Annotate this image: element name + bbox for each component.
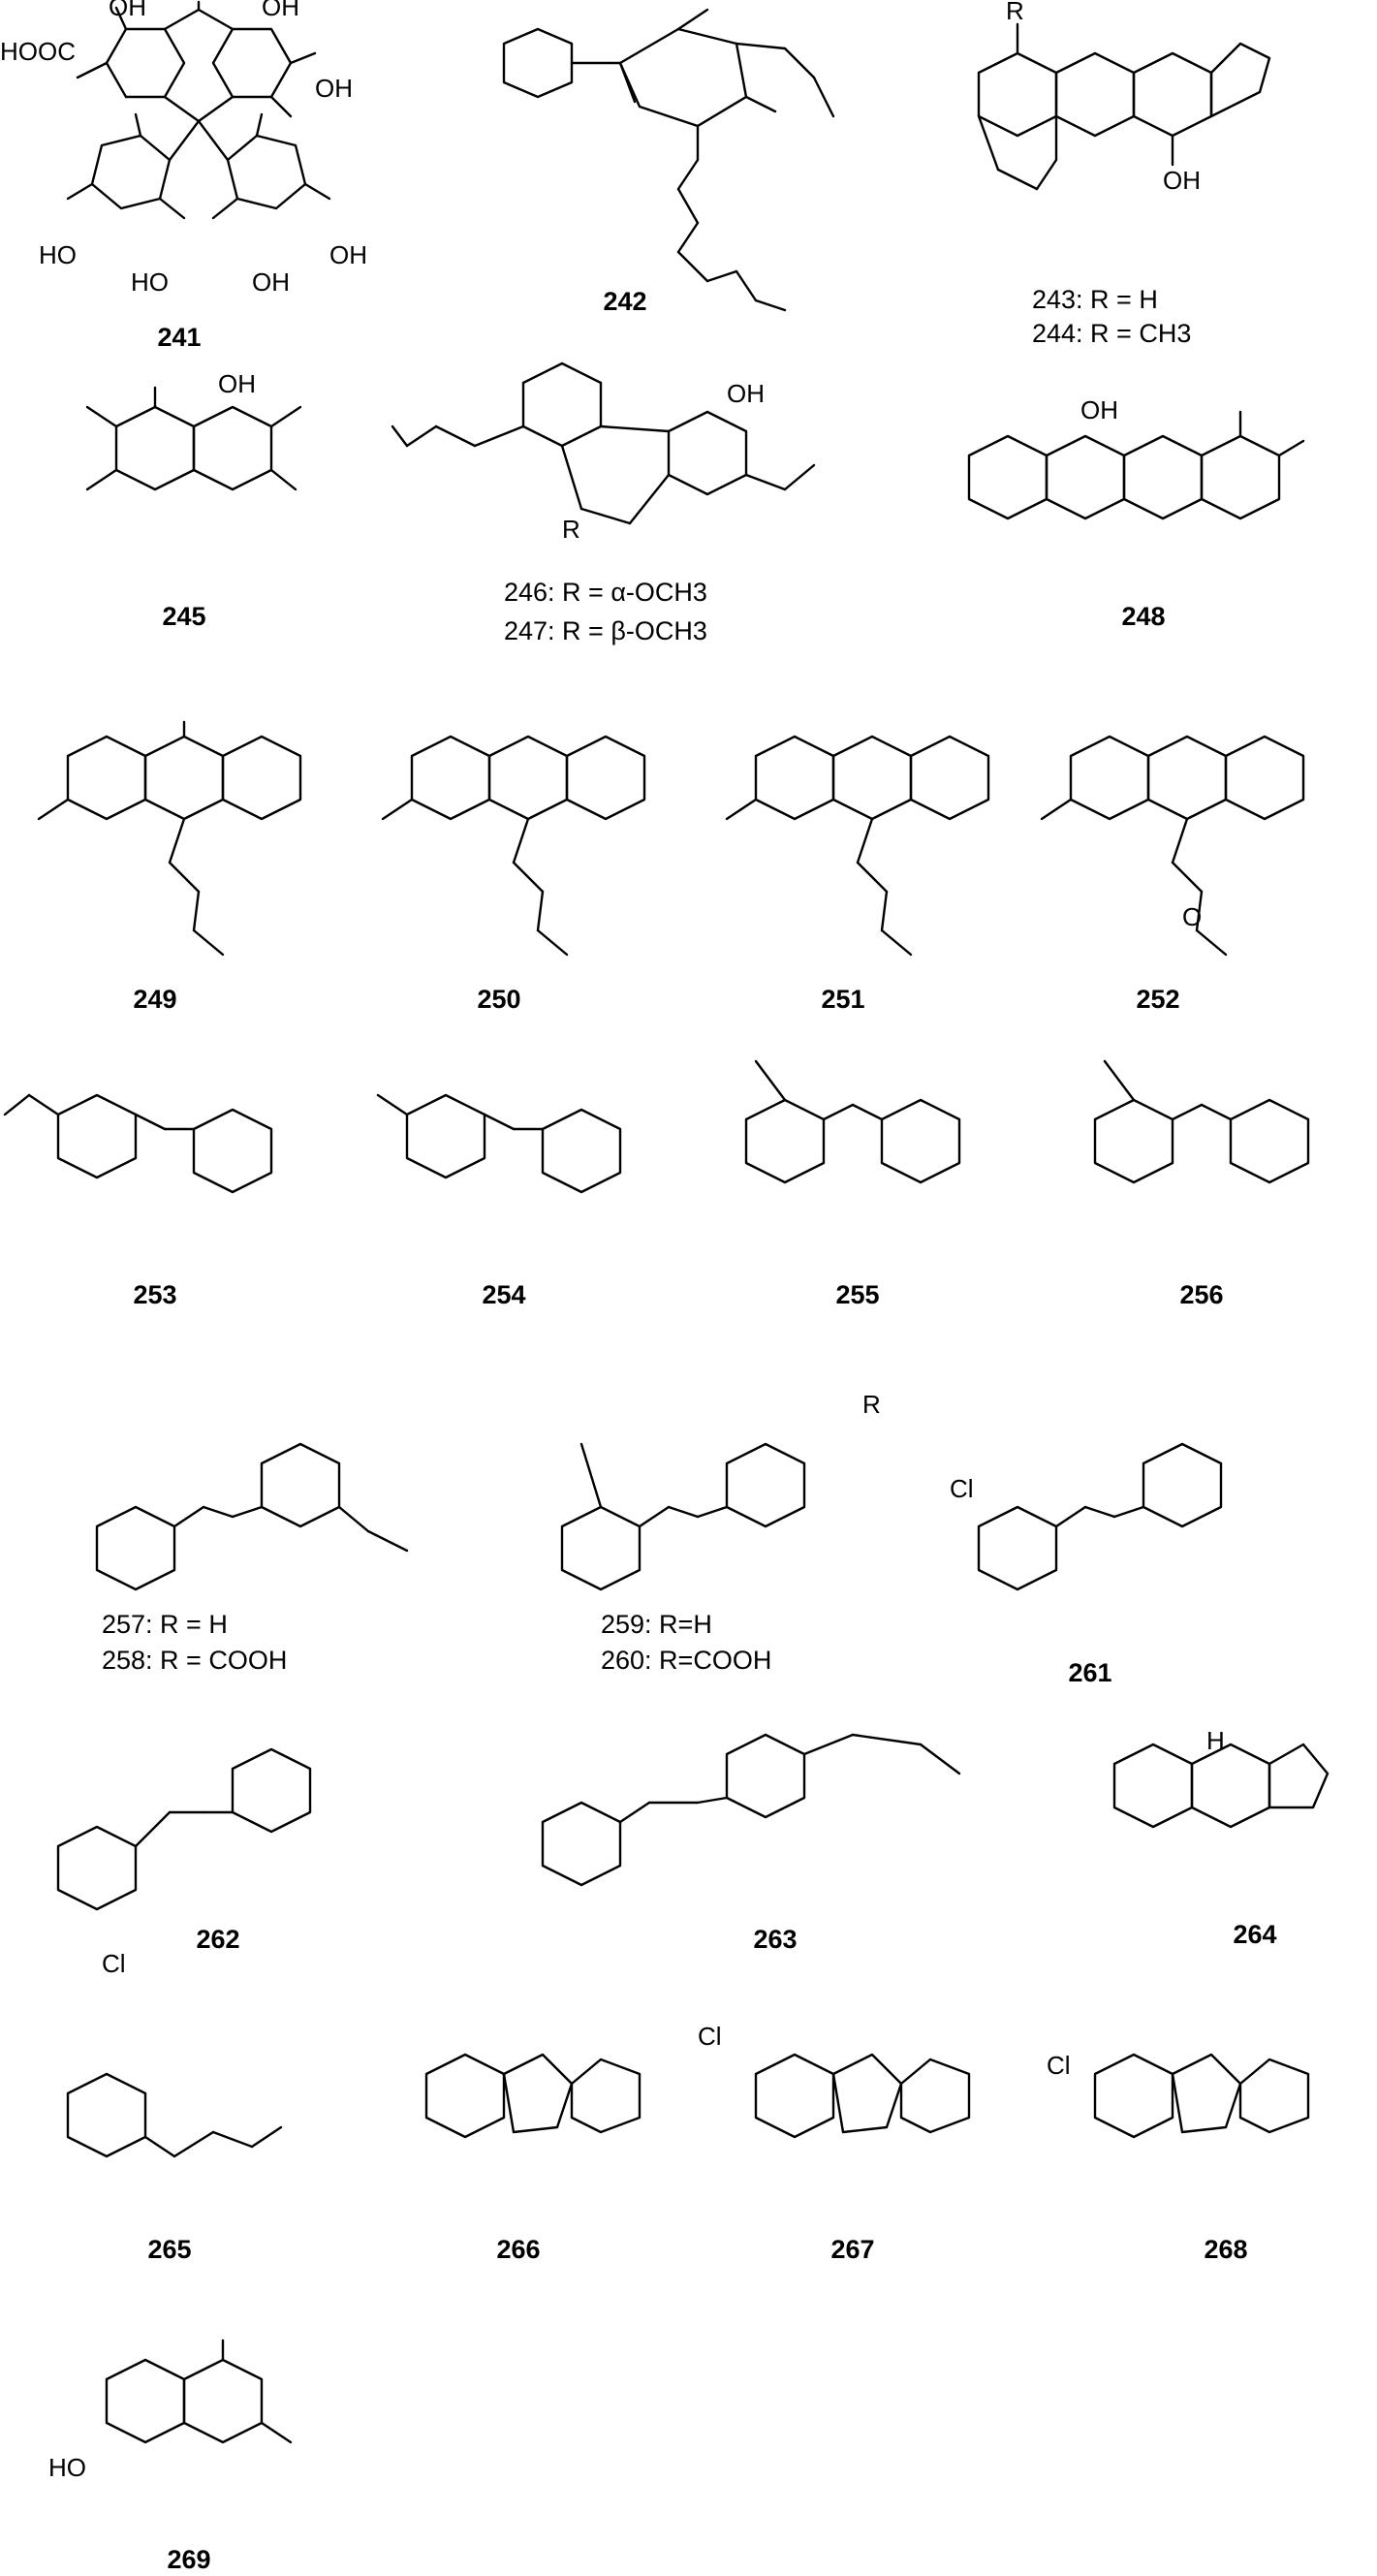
structure-267 <box>754 2053 971 2139</box>
compound-label-254: 254 <box>482 1280 525 1309</box>
atom-label: R <box>562 515 580 544</box>
structure-269 <box>105 2339 293 2444</box>
atom-label: HO <box>48 2453 86 2482</box>
compound-label-252: 252 <box>1136 985 1179 1014</box>
compound-label-253: 253 <box>133 1280 176 1309</box>
atom-labels: HOOC OH OH OH HO HO OH OH R OH OH OH R O… <box>0 0 1225 2482</box>
compound-label-248: 248 <box>1121 602 1165 631</box>
atom-label: R <box>862 1390 881 1419</box>
compound-label-242: 242 <box>603 287 646 316</box>
atom-label: OH <box>315 74 353 103</box>
structure-252 <box>1040 735 1305 957</box>
compound-label-241: 241 <box>157 323 201 352</box>
structure-243-244 <box>977 22 1271 191</box>
compound-label-265: 265 <box>147 2235 191 2264</box>
atom-label: OH <box>252 267 290 297</box>
compound-label-244: 244: R = CH3 <box>1032 319 1191 348</box>
structure-257-258 <box>95 1442 409 1591</box>
compound-labels: 241 242 243: R = H 244: R = CH3 245 246:… <box>102 285 1277 2574</box>
atom-label: R <box>1006 0 1024 25</box>
compound-label-256: 256 <box>1179 1280 1223 1309</box>
structure-265 <box>66 2072 283 2158</box>
atom-label: Cl <box>698 2022 722 2051</box>
atom-label: O <box>1182 902 1202 931</box>
compound-label-245: 245 <box>162 602 205 631</box>
structure-261 <box>977 1442 1223 1591</box>
atom-label: OH <box>1080 395 1118 424</box>
structure-241 <box>66 0 331 220</box>
structure-245 <box>85 386 302 491</box>
structure-250 <box>381 735 646 957</box>
atom-label: HO <box>131 267 169 297</box>
atom-label: Cl <box>102 1949 126 1978</box>
compound-label-269: 269 <box>167 2545 210 2574</box>
atom-label: HOOC <box>0 37 76 66</box>
atom-label: OH <box>1163 166 1201 195</box>
structure-249 <box>37 720 302 957</box>
compound-label-246: 246: R = α-OCH3 <box>504 578 707 607</box>
structure-263 <box>541 1733 961 1887</box>
compound-label-249: 249 <box>133 985 176 1014</box>
structure-251 <box>725 735 990 957</box>
structure-255 <box>744 1059 961 1184</box>
atom-label: Cl <box>1047 2051 1071 2080</box>
structure-253 <box>3 1093 273 1194</box>
atom-label: HO <box>39 240 77 269</box>
compound-label-251: 251 <box>821 985 864 1014</box>
structure-259-260 <box>560 1442 806 1591</box>
atom-label: OH <box>218 369 256 398</box>
compound-label-262: 262 <box>196 1925 239 1954</box>
compound-label-267: 267 <box>830 2235 874 2264</box>
compound-label-266: 266 <box>496 2235 540 2264</box>
structure-256 <box>1093 1059 1310 1184</box>
compound-label-263: 263 <box>753 1925 797 1954</box>
atom-label: OH <box>329 240 367 269</box>
atom-label: Cl <box>950 1474 974 1503</box>
compound-label-257: 257: R = H <box>102 1610 228 1639</box>
structure-262 <box>56 1747 312 1911</box>
structure-266 <box>424 2053 642 2139</box>
structure-242 <box>502 8 835 312</box>
compound-label-255: 255 <box>835 1280 879 1309</box>
compound-label-261: 261 <box>1068 1658 1111 1687</box>
structure-254 <box>376 1093 622 1194</box>
atom-label: OH <box>727 379 765 408</box>
structure-246-247 <box>391 361 816 525</box>
compound-label-259: 259: R=H <box>601 1610 712 1639</box>
compound-label-243: 243: R = H <box>1032 285 1158 314</box>
atom-label: OH <box>262 0 299 21</box>
compound-label-264: 264 <box>1233 1920 1276 1949</box>
compound-label-260: 260: R=COOH <box>601 1646 771 1675</box>
compound-label-247: 247: R = β-OCH3 <box>504 616 707 645</box>
compound-label-268: 268 <box>1204 2235 1247 2264</box>
atom-label: OH <box>109 0 146 21</box>
compound-label-250: 250 <box>477 985 520 1014</box>
structure-248 <box>967 410 1305 520</box>
compound-label-258: 258: R = COOH <box>102 1646 287 1675</box>
atom-label: H <box>1206 1726 1225 1755</box>
structure-268 <box>1093 2053 1310 2139</box>
structure-264 <box>1112 1743 1330 1829</box>
